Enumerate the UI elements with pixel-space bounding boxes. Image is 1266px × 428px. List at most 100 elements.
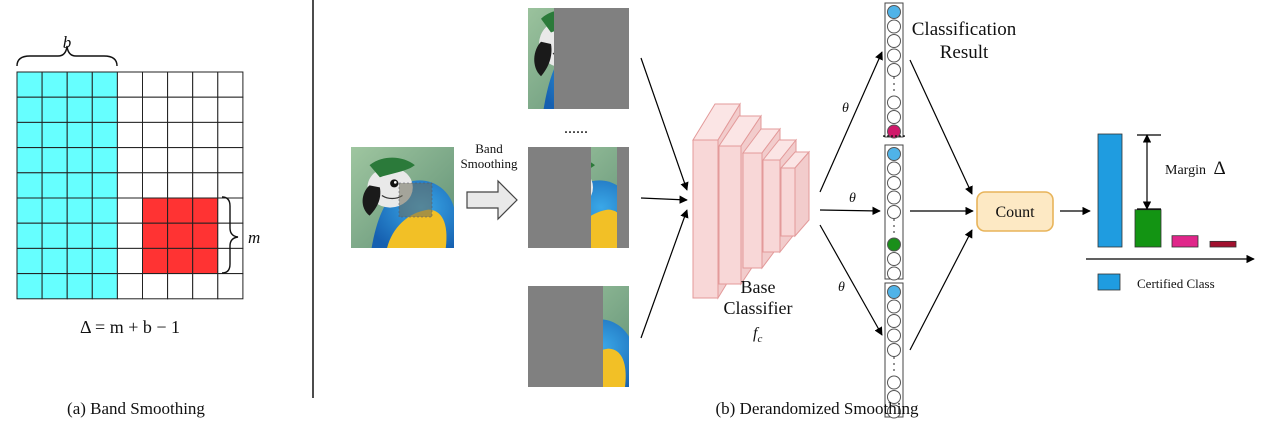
neuron-ellipsis-dot <box>893 225 895 227</box>
classifier-symbol: fc <box>753 325 762 345</box>
grid-cell <box>41 71 68 98</box>
neuron-ellipsis-dot <box>893 219 895 221</box>
grid-cell <box>16 273 43 300</box>
base-classifier-layers <box>692 102 811 300</box>
grid-cell <box>116 96 144 123</box>
grid-cell <box>167 222 194 249</box>
output-vector-bottom <box>884 282 904 419</box>
grid-cell <box>16 222 43 249</box>
classification-result-line1: Classification <box>912 19 1017 40</box>
grid-cell <box>16 96 43 123</box>
output-neuron <box>887 314 901 328</box>
grid-cell <box>16 197 43 224</box>
grid-cell <box>116 222 144 249</box>
grid-cell <box>167 172 194 199</box>
grid-cell <box>41 96 68 123</box>
grid-cell <box>142 247 169 275</box>
classifier-layer-front <box>762 159 781 253</box>
output-neuron <box>887 161 901 176</box>
grid-cell <box>91 147 118 174</box>
grid-cell <box>142 222 169 249</box>
legend-label: Certified Class <box>1137 276 1215 291</box>
output-neuron <box>887 343 901 357</box>
output-neuron <box>887 390 901 404</box>
grid-cell <box>66 222 93 249</box>
output-neuron <box>887 299 901 314</box>
caption-b: (b) Derandomized Smoothing <box>715 399 919 418</box>
neuron-ellipsis-dot <box>893 363 895 365</box>
grid-cell <box>192 147 219 174</box>
grid-cell <box>142 96 169 123</box>
classifier-to-output-arrows <box>819 51 883 336</box>
output-neuron <box>887 205 901 219</box>
patch-size-label: m <box>248 228 260 247</box>
output-neuron <box>887 63 901 77</box>
grid-cell <box>192 172 219 199</box>
band-smoothing-label-line2: Smoothing <box>460 156 518 171</box>
output-neuron <box>887 95 901 110</box>
grid-cell <box>41 147 68 174</box>
grid-cell <box>167 273 194 300</box>
neuron-ellipsis-dot <box>893 231 895 233</box>
grid-cell <box>66 121 93 149</box>
vote-bar-1 <box>1097 133 1123 248</box>
output-neuron <box>887 110 901 124</box>
neuron-ellipsis-dot <box>893 77 895 79</box>
grid-cell <box>16 71 43 98</box>
grid-cell <box>116 147 144 174</box>
panel-a: b m Δ = m + b − 1 (a) Band Smoothing <box>16 33 260 418</box>
grid-cell <box>116 273 144 300</box>
output-neuron <box>887 19 901 34</box>
grid-cell <box>142 147 169 174</box>
band-smoothing-arrow <box>466 179 518 221</box>
grid-cell <box>192 96 219 123</box>
grid-cell <box>91 247 118 275</box>
input-image <box>351 147 454 248</box>
margin-annotation <box>1137 134 1161 210</box>
output-to-count-arrows <box>909 59 974 351</box>
grid-cell <box>192 121 219 149</box>
banded-image-top <box>528 8 629 109</box>
grid-cell <box>142 121 169 149</box>
grid-cell <box>167 147 194 174</box>
banded-image-middle <box>528 147 629 248</box>
vote-bar-2 <box>1134 209 1162 248</box>
neuron-ellipsis-dot <box>893 369 895 371</box>
grid-cell <box>66 197 93 224</box>
grid-cell <box>66 96 93 123</box>
output-vector-middle <box>884 144 904 281</box>
classifier-label-line1: Base <box>741 277 776 297</box>
count-box <box>976 191 1054 232</box>
output-neuron <box>887 252 901 266</box>
output-neuron <box>887 328 901 343</box>
grid-cell <box>91 121 118 149</box>
grid-cell <box>91 71 118 98</box>
grid-cell <box>116 121 144 149</box>
grid-cell <box>192 247 219 275</box>
grid-cell <box>91 222 118 249</box>
output-neuron <box>887 285 901 299</box>
grid-cell <box>41 273 68 300</box>
output-neuron <box>887 404 901 419</box>
grid-cell <box>16 247 43 275</box>
banded-image-bottom <box>528 286 629 387</box>
count-label: Count <box>995 204 1035 221</box>
neuron-ellipsis-dot <box>893 83 895 85</box>
grid-cell <box>41 172 68 199</box>
legend-swatch <box>1097 273 1121 291</box>
output-neuron <box>887 237 901 252</box>
grid-cell <box>192 197 219 224</box>
output-neuron <box>887 266 901 281</box>
grid-cell <box>167 121 194 149</box>
grid-cell <box>192 273 219 300</box>
grid-cell <box>192 222 219 249</box>
grid-cell <box>41 121 68 149</box>
output-neuron <box>887 34 901 48</box>
grid-cell <box>66 71 93 98</box>
classification-result-line2: Result <box>940 42 989 63</box>
theta-middle: θ <box>849 191 856 206</box>
classifier-label-line2: Classifier <box>724 298 793 318</box>
grid-cell <box>91 197 118 224</box>
classifier-layer-front <box>780 167 796 237</box>
